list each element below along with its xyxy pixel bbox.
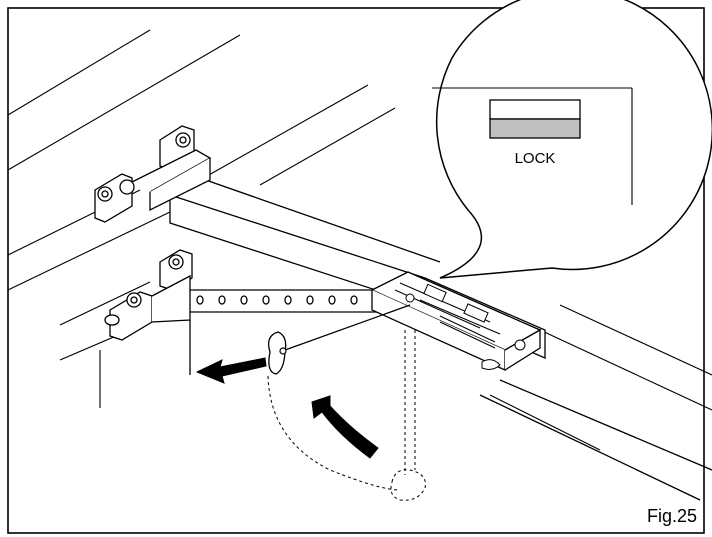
carriage (370, 271, 542, 372)
bar-holes (196, 295, 358, 305)
indicator-locked-window (489, 118, 581, 139)
callout-bubble (435, 0, 712, 279)
upper-bracket (94, 125, 212, 223)
dashed-swing-path (267, 330, 426, 501)
pull-arrow-icon (195, 357, 267, 384)
background-rail-lines (7, 29, 712, 451)
lock-indicator (489, 99, 581, 139)
figure-number: Fig.25 (647, 506, 697, 526)
bracket-tab (104, 314, 120, 326)
lower-bracket (104, 249, 193, 375)
release-cord (267, 304, 411, 375)
figure-frame (7, 7, 705, 534)
lock-callout: LOCK (432, 0, 712, 279)
rotate-arrow-icon (311, 395, 379, 459)
lock-label: LOCK (515, 150, 556, 167)
carriage-details (394, 282, 526, 370)
bolt-upper-3 (119, 179, 135, 195)
callout-frame-lines (432, 87, 633, 205)
indicator-unlocked-window (489, 99, 581, 120)
